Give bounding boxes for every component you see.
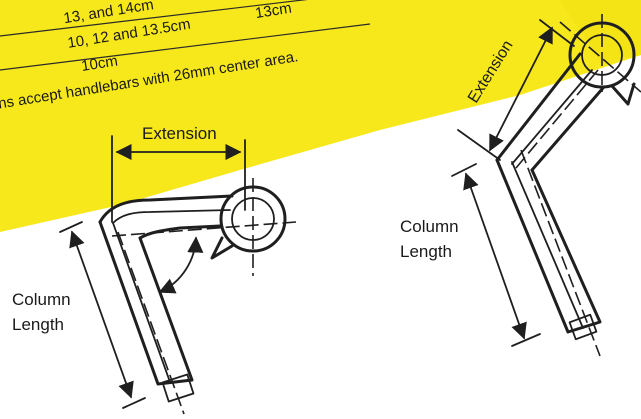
banner-row-2-extra: 13cm <box>254 0 293 22</box>
left-stem-drawing <box>59 135 297 415</box>
right-column-label-line2: Length <box>400 242 452 261</box>
left-column-label-line1: Column <box>12 290 71 309</box>
right-stem-drawing <box>451 14 641 357</box>
left-column-label-line2: Length <box>12 315 64 334</box>
banner-row-3: 10cm <box>80 52 119 75</box>
left-extension-label: Extension <box>142 124 217 143</box>
banner-table-lines <box>0 0 371 71</box>
right-column-label-line1: Column <box>400 217 459 236</box>
yellow-banner <box>0 0 641 232</box>
